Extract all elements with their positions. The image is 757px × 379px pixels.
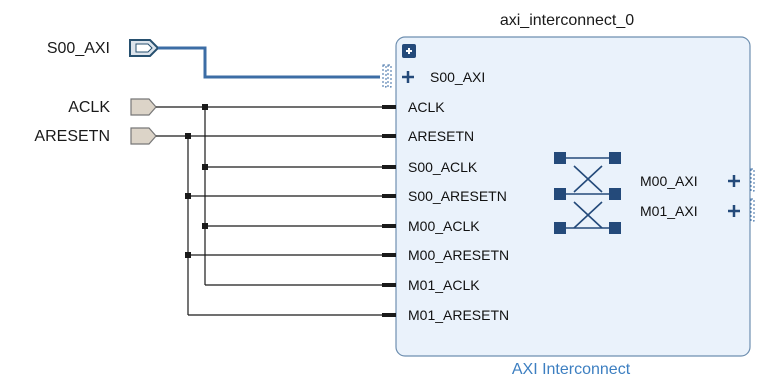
pin-m00-aclk: M00_ACLK [408, 218, 480, 234]
ext-port-aresetn[interactable] [130, 127, 157, 145]
output-bus-connectors[interactable] [750, 168, 755, 222]
crossbar-icon [554, 152, 621, 234]
pin-m01-aresetn: M01_ARESETN [408, 307, 509, 323]
instance-name: axi_interconnect_0 [500, 12, 634, 29]
s00-axi-pin-connector[interactable] [382, 64, 392, 88]
ip-name: AXI Interconnect [512, 361, 631, 378]
ext-port-aclk[interactable] [130, 98, 157, 116]
net-aresetn[interactable] [156, 135, 382, 316]
expand-plus-icon[interactable] [402, 44, 416, 58]
pin-s00-aresetn: S00_ARESETN [408, 188, 507, 204]
bus-wire-s00-axi[interactable] [158, 46, 380, 79]
pin-m01-aclk: M01_ACLK [408, 277, 480, 293]
m00-axi-plus-icon[interactable] [728, 175, 740, 187]
ext-port-s00-axi-inner [135, 43, 153, 53]
m01-axi-plus-icon[interactable] [728, 205, 740, 217]
ext-port-aresetn-label: ARESETN [34, 128, 110, 145]
input-pin-stubs [382, 105, 396, 317]
pin-s00-axi: S00_AXI [430, 69, 485, 85]
pin-s00-aclk: S00_ACLK [408, 159, 478, 175]
net-aclk-junctions [202, 104, 208, 229]
net-aresetn-junctions [185, 133, 191, 258]
ext-port-s00-axi-label: S00_AXI [47, 40, 110, 57]
pin-m00-aresetn: M00_ARESETN [408, 247, 509, 263]
pin-aresetn: ARESETN [408, 128, 474, 144]
pin-aclk: ACLK [408, 99, 445, 115]
bus-plus-icon[interactable] [402, 71, 414, 83]
pin-m00-axi: M00_AXI [640, 173, 698, 189]
ext-port-aclk-label: ACLK [68, 99, 110, 116]
pin-m01-axi: M01_AXI [640, 203, 698, 219]
